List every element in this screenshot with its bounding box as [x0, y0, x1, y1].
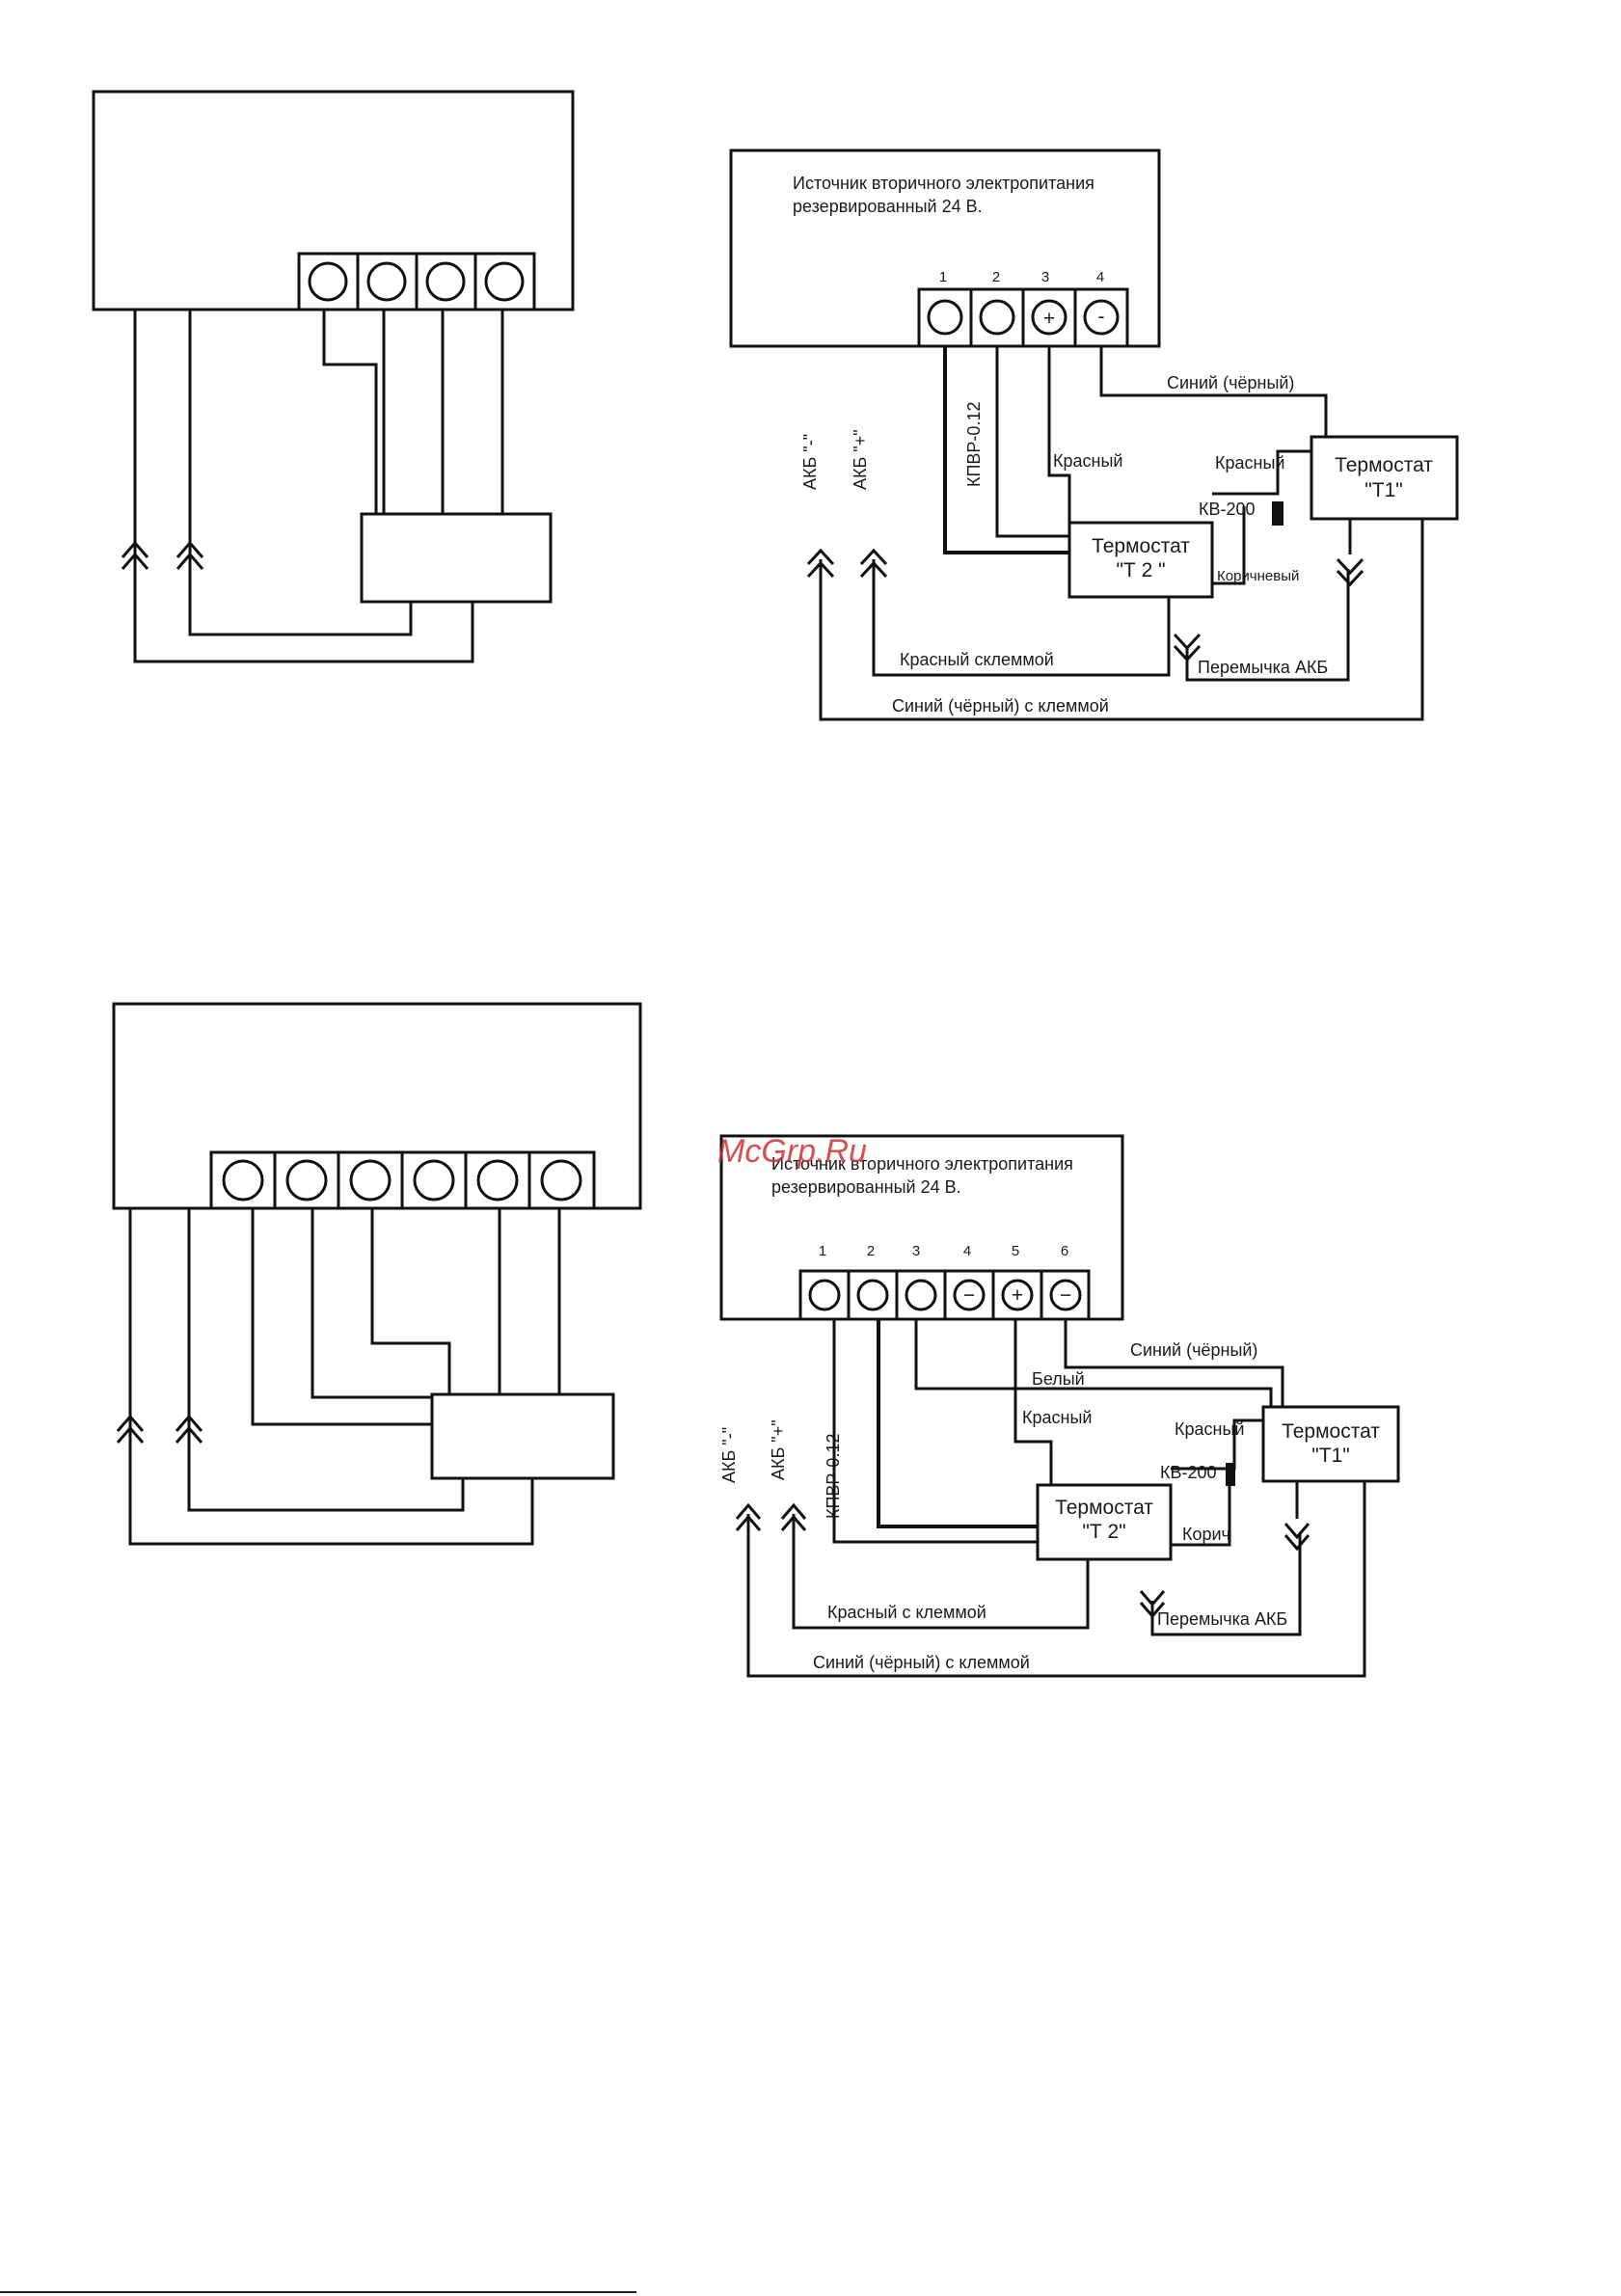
svg-text:4: 4 [963, 1243, 971, 1259]
thermostat-t2-label: Термостат [1055, 1497, 1153, 1519]
thermostat-t1-name: "Т1" [1311, 1445, 1349, 1467]
thermostat-t2-name: "Т 2 " [1116, 559, 1165, 581]
psu-title-line1: Источник вторичного электропитания [793, 174, 1094, 193]
battery-arrows [121, 540, 204, 570]
battery-arrows [735, 1502, 1310, 1619]
wiring-diagram-6-terminals: Источник вторичного электропитания резер… [717, 1133, 1400, 1678]
schematic-bottom-left [112, 1002, 642, 1546]
svg-text:2: 2 [992, 269, 1000, 285]
thermostat-t1-box [1310, 435, 1459, 521]
wires [819, 346, 1424, 721]
device-box [360, 512, 553, 604]
svg-text:3: 3 [912, 1243, 920, 1259]
svg-text:−: − [963, 1284, 975, 1307]
terminal-screws [308, 254, 525, 310]
red-clamp-label: Красный с клеммой [827, 1603, 986, 1622]
battery-arrows [806, 548, 1364, 662]
kpvr-label: КПВР-0.12 [964, 402, 984, 487]
blue-black-wire-label: Синий (чёрный) [1167, 373, 1294, 392]
svg-text:2: 2 [867, 1243, 875, 1259]
white-wire-label: Белый [1032, 1369, 1085, 1389]
akb-plus-label: АКБ "+" [769, 1419, 788, 1480]
red-wire-label: Красный [1053, 451, 1122, 471]
thermostat-t2-label: Термостат [1092, 535, 1190, 557]
svg-text:+: + [1012, 1284, 1023, 1307]
battery-arrows [116, 1414, 203, 1444]
terminal-numbers: 1 2 3 4 5 6 [819, 1243, 1068, 1259]
akb-minus-label: АКБ "-" [800, 434, 820, 490]
thermostat-t2-box [1067, 521, 1214, 599]
thermostat-t1-name: "Т1" [1364, 479, 1402, 501]
svg-text:1: 1 [819, 1243, 826, 1259]
psu-title-line2: резервированный 24 В. [793, 197, 983, 216]
svg-text:3: 3 [1041, 269, 1049, 285]
device-box [430, 1392, 615, 1480]
terminal-screws: − + − [808, 1271, 1082, 1319]
psu-title-line2: резервированный 24 В. [771, 1177, 961, 1197]
terminal-numbers: 1 2 3 4 [939, 269, 1104, 285]
brown-wire-label: Коричневый [1217, 568, 1299, 584]
blue-clamp-label: Синий (чёрный) с клеммой [892, 696, 1109, 716]
red-kv-wire-label: Красный [1175, 1419, 1244, 1439]
terminal-screws [222, 1152, 582, 1208]
terminal-screws: + - [927, 289, 1120, 346]
kv200-component [1272, 501, 1283, 526]
wires [128, 1208, 561, 1546]
svg-text:4: 4 [1096, 269, 1104, 285]
kv200-component [1226, 1463, 1235, 1486]
svg-text:6: 6 [1061, 1243, 1068, 1259]
blue-clamp-label: Синий (чёрный) с клеммой [813, 1653, 1030, 1672]
kpvr-label: КПВР-0.12 [824, 1434, 843, 1519]
akb-plus-label: АКБ "+" [851, 429, 870, 490]
psu-title-line1: Источник вторичного электропитания [771, 1154, 1073, 1174]
thermostat-t1-label: Термостат [1335, 454, 1433, 476]
thermostat-t2-name: "Т 2" [1082, 1521, 1125, 1543]
watermark: McGrp.Ru [717, 1133, 867, 1170]
svg-text:+: + [1043, 308, 1055, 330]
svg-text:−: − [1060, 1284, 1071, 1307]
svg-text:1: 1 [939, 269, 947, 285]
wires [133, 309, 504, 663]
kv200-label: КВ-200 [1160, 1463, 1217, 1482]
brown-wire-label: Корич [1182, 1525, 1230, 1544]
akb-jumper-label: Перемычка АКБ [1157, 1609, 1287, 1629]
blue-black-wire-label: Синий (чёрный) [1130, 1340, 1257, 1360]
psu-box [92, 90, 575, 311]
wiring-diagram-4-terminals: Источник вторичного электропитания резер… [729, 149, 1459, 721]
red-clamp-label: Красный склеммой [900, 650, 1054, 669]
red-kv-wire-label: Красный [1215, 453, 1284, 473]
schematic-top-left [92, 90, 575, 663]
red-wire-label: Красный [1022, 1408, 1092, 1427]
akb-minus-label: АКБ "-" [719, 1427, 739, 1483]
akb-jumper-label: Перемычка АКБ [1198, 658, 1328, 677]
svg-text:5: 5 [1012, 1243, 1019, 1259]
kv200-label: КВ-200 [1199, 500, 1256, 519]
thermostat-t1-box [1261, 1405, 1400, 1483]
thermostat-t1-label: Термостат [1282, 1420, 1380, 1443]
svg-text:-: - [1098, 306, 1105, 328]
thermostat-t2-box [1036, 1483, 1173, 1561]
psu-box [112, 1002, 642, 1210]
